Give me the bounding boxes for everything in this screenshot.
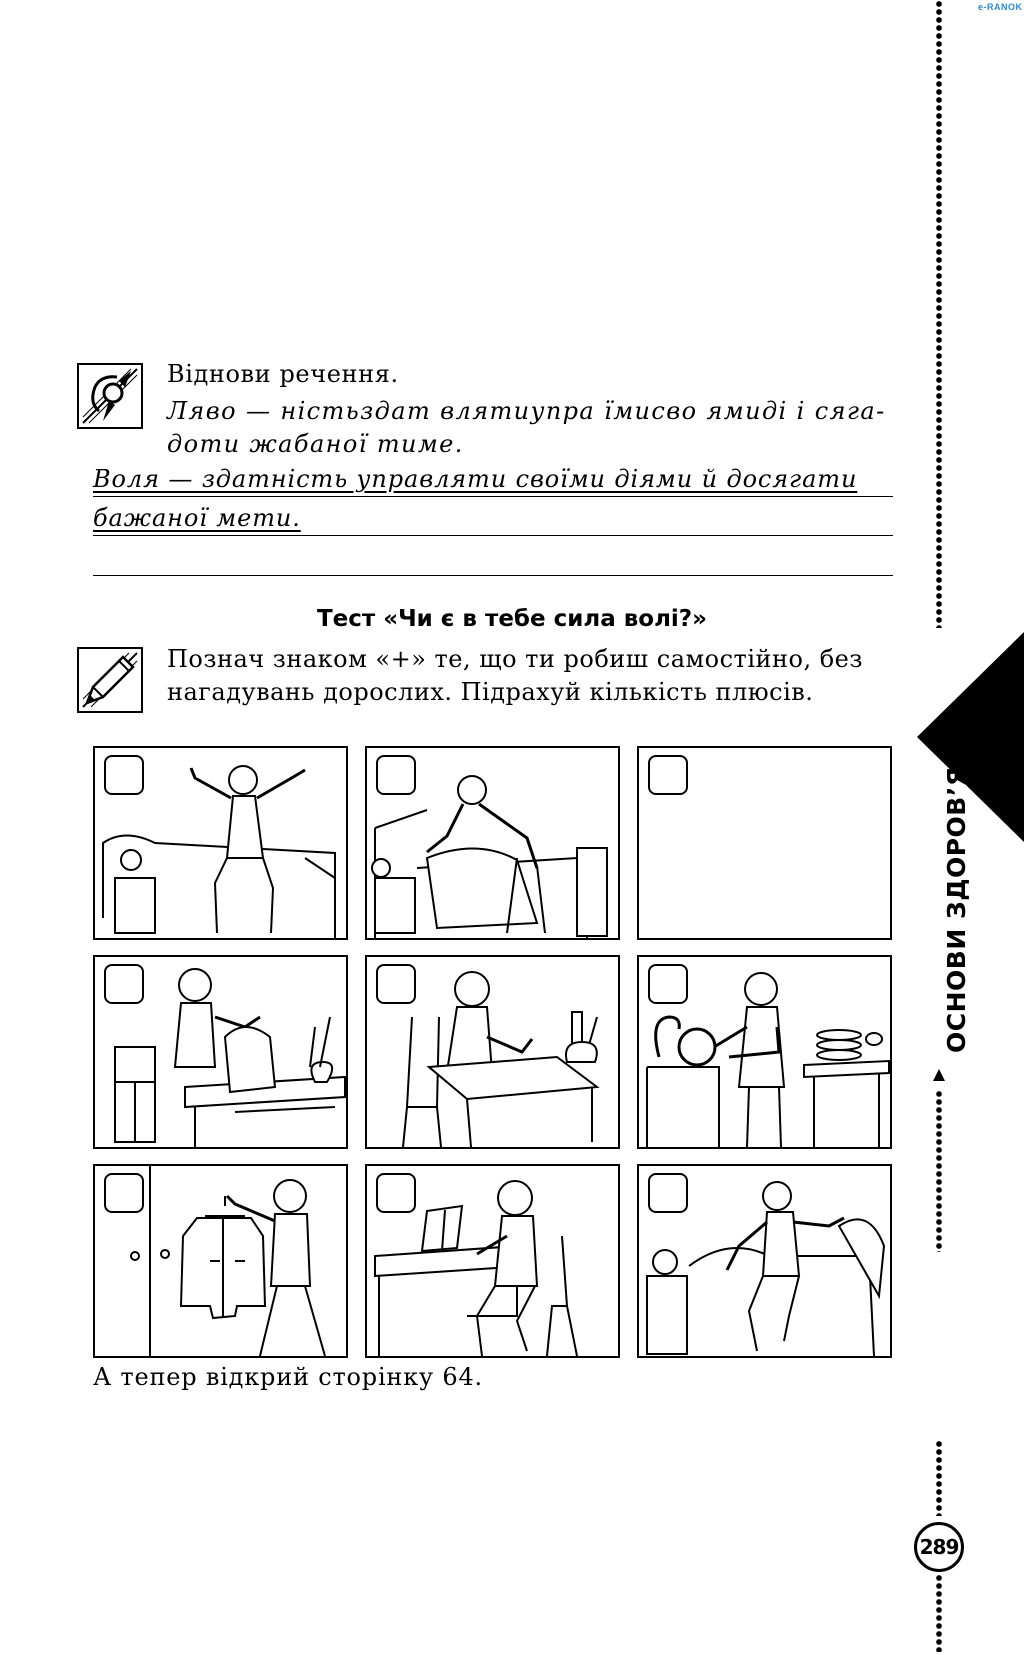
picture-hanging-jacket (93, 1164, 348, 1358)
answer-line-3[interactable] (93, 541, 893, 576)
answer-text-2: бажаної мети. (93, 504, 301, 532)
checkbox-5[interactable] (376, 964, 416, 1004)
margin-dots-top (935, 0, 943, 628)
picture-washing-dishes (637, 955, 892, 1149)
publisher-logo: e-RANOK (978, 2, 1023, 12)
checkbox-7[interactable] (104, 1173, 144, 1213)
margin-dots-bottom-lower (935, 1574, 943, 1652)
compass-icon (77, 363, 143, 429)
picture-doing-homework (365, 955, 620, 1149)
margin-dots-middle (935, 1090, 943, 1252)
test-title: Тест «Чи є в тебе сила волі?» (316, 606, 708, 632)
checkbox-3[interactable] (648, 755, 688, 795)
margin-dots-bottom-upper (935, 1440, 943, 1516)
test-instruction-line-1: Познач знаком «+» те, що ти робиш самост… (167, 645, 863, 673)
closing-instruction: А тепер відкрий сторінку 64. (93, 1363, 483, 1391)
page-number: 289 (914, 1522, 964, 1572)
picture-going-to-bed (637, 1164, 892, 1358)
answer-line-1[interactable]: Воля — здатність управляти своїми діями … (93, 462, 893, 497)
section-title: ОСНОВИ ЗДОРОВ’Я (942, 766, 971, 1053)
checkbox-4[interactable] (104, 964, 144, 1004)
picture-making-bed (365, 746, 620, 940)
checkbox-6[interactable] (648, 964, 688, 1004)
pencil-icon (77, 647, 143, 713)
checkbox-1[interactable] (104, 755, 144, 795)
test-instruction-line-2: нагадувань дорослих. Підрахуй кількість … (167, 678, 814, 706)
checkbox-2[interactable] (376, 755, 416, 795)
picture-empty (637, 746, 892, 940)
scrambled-sentence-line-2: доти жабаної тиме. (167, 430, 464, 458)
picture-waking-up (93, 746, 348, 940)
picture-packing-schoolbag (93, 955, 348, 1149)
answer-line-2[interactable]: бажаної мети. (93, 501, 893, 536)
picture-reading-at-desk (365, 1164, 620, 1358)
arrow-up-icon (933, 1069, 945, 1081)
scrambled-sentence-line-1: Ляво — ністьздат влятиупра їмисво ямиді … (167, 397, 886, 425)
task1-prompt: Віднови речення. (167, 360, 399, 388)
section-tab-triangle (917, 632, 1024, 842)
checkbox-8[interactable] (376, 1173, 416, 1213)
checkbox-9[interactable] (648, 1173, 688, 1213)
answer-text-1: Воля — здатність управляти своїми діями … (93, 465, 858, 493)
